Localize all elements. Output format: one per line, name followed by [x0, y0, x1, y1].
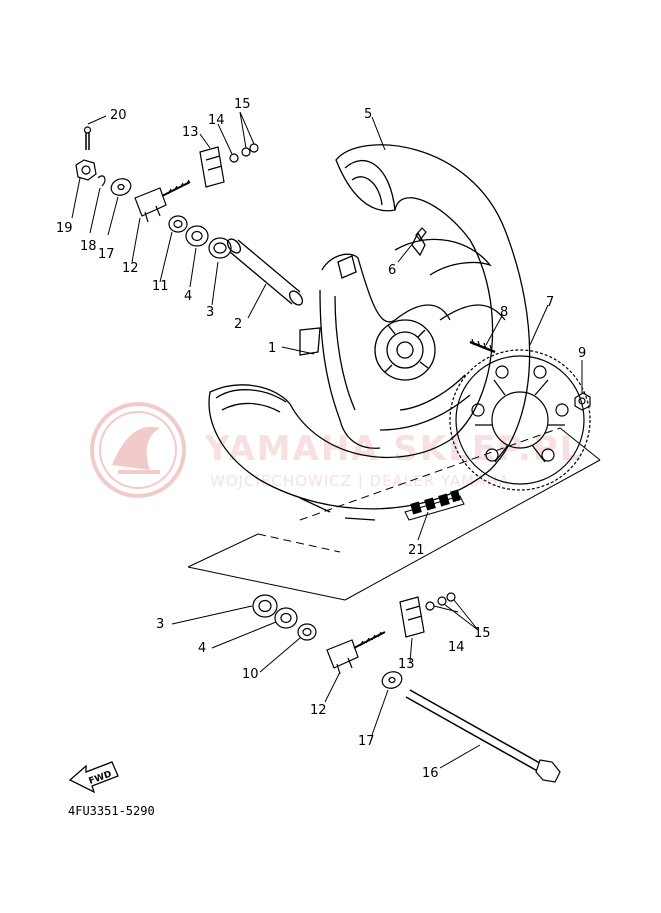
callout-3a: 3 [206, 305, 214, 320]
callout-17b: 17 [358, 734, 375, 749]
callout-20: 20 [110, 108, 127, 123]
callout-6: 6 [388, 263, 396, 278]
callout-10: 10 [242, 667, 259, 682]
callout-14b: 14 [448, 640, 465, 655]
assembly-outline [187, 427, 601, 601]
callout-11: 11 [152, 279, 169, 294]
callout-2: 2 [234, 317, 242, 332]
callout-16: 16 [422, 766, 439, 781]
valve-and-studs [415, 227, 591, 411]
callout-19: 19 [56, 221, 73, 236]
callout-17a: 17 [98, 247, 115, 262]
watermark: YAMAHA SKLEP.PL WOJCIECHOWICZ | DEALER Y… [90, 402, 583, 498]
callout-13a: 13 [182, 125, 199, 140]
lower-hardware [252, 592, 561, 783]
callout-14a: 14 [208, 113, 225, 128]
callout-12a: 12 [122, 261, 139, 276]
callout-15b: 15 [474, 626, 491, 641]
watermark-subtitle: WOJCIECHOWICZ | DEALER YAMAHA [210, 472, 510, 490]
callout-5: 5 [364, 107, 372, 122]
leader-lines [71, 111, 583, 769]
sprocket [449, 349, 591, 491]
callout-15a: 15 [234, 97, 251, 112]
upper-hardware [75, 126, 259, 259]
callout-4b: 4 [198, 641, 206, 656]
tire [208, 144, 531, 521]
watermark-title: YAMAHA SKLEP.PL [204, 429, 583, 469]
diagram-code: 4FU3351-5290 [68, 804, 155, 818]
callout-4a: 4 [184, 289, 192, 304]
callout-13b: 13 [398, 657, 415, 672]
callout-3b: 3 [156, 617, 164, 632]
callout-18: 18 [80, 239, 97, 254]
callout-9: 9 [578, 346, 586, 361]
callout-12b: 12 [310, 703, 327, 718]
callout-1: 1 [268, 341, 276, 356]
fwd-arrow: FWD [68, 761, 119, 794]
callout-21: 21 [408, 543, 425, 558]
collar-long [226, 238, 304, 306]
drive-chain [404, 489, 465, 521]
callout-8: 8 [500, 305, 508, 320]
watermark-logo [90, 402, 186, 498]
callout-labels: 1 2 3 3 4 4 5 6 7 8 9 10 11 12 12 13 13 … [56, 97, 586, 781]
wheel-hub [299, 231, 506, 449]
callout-7: 7 [546, 295, 554, 310]
